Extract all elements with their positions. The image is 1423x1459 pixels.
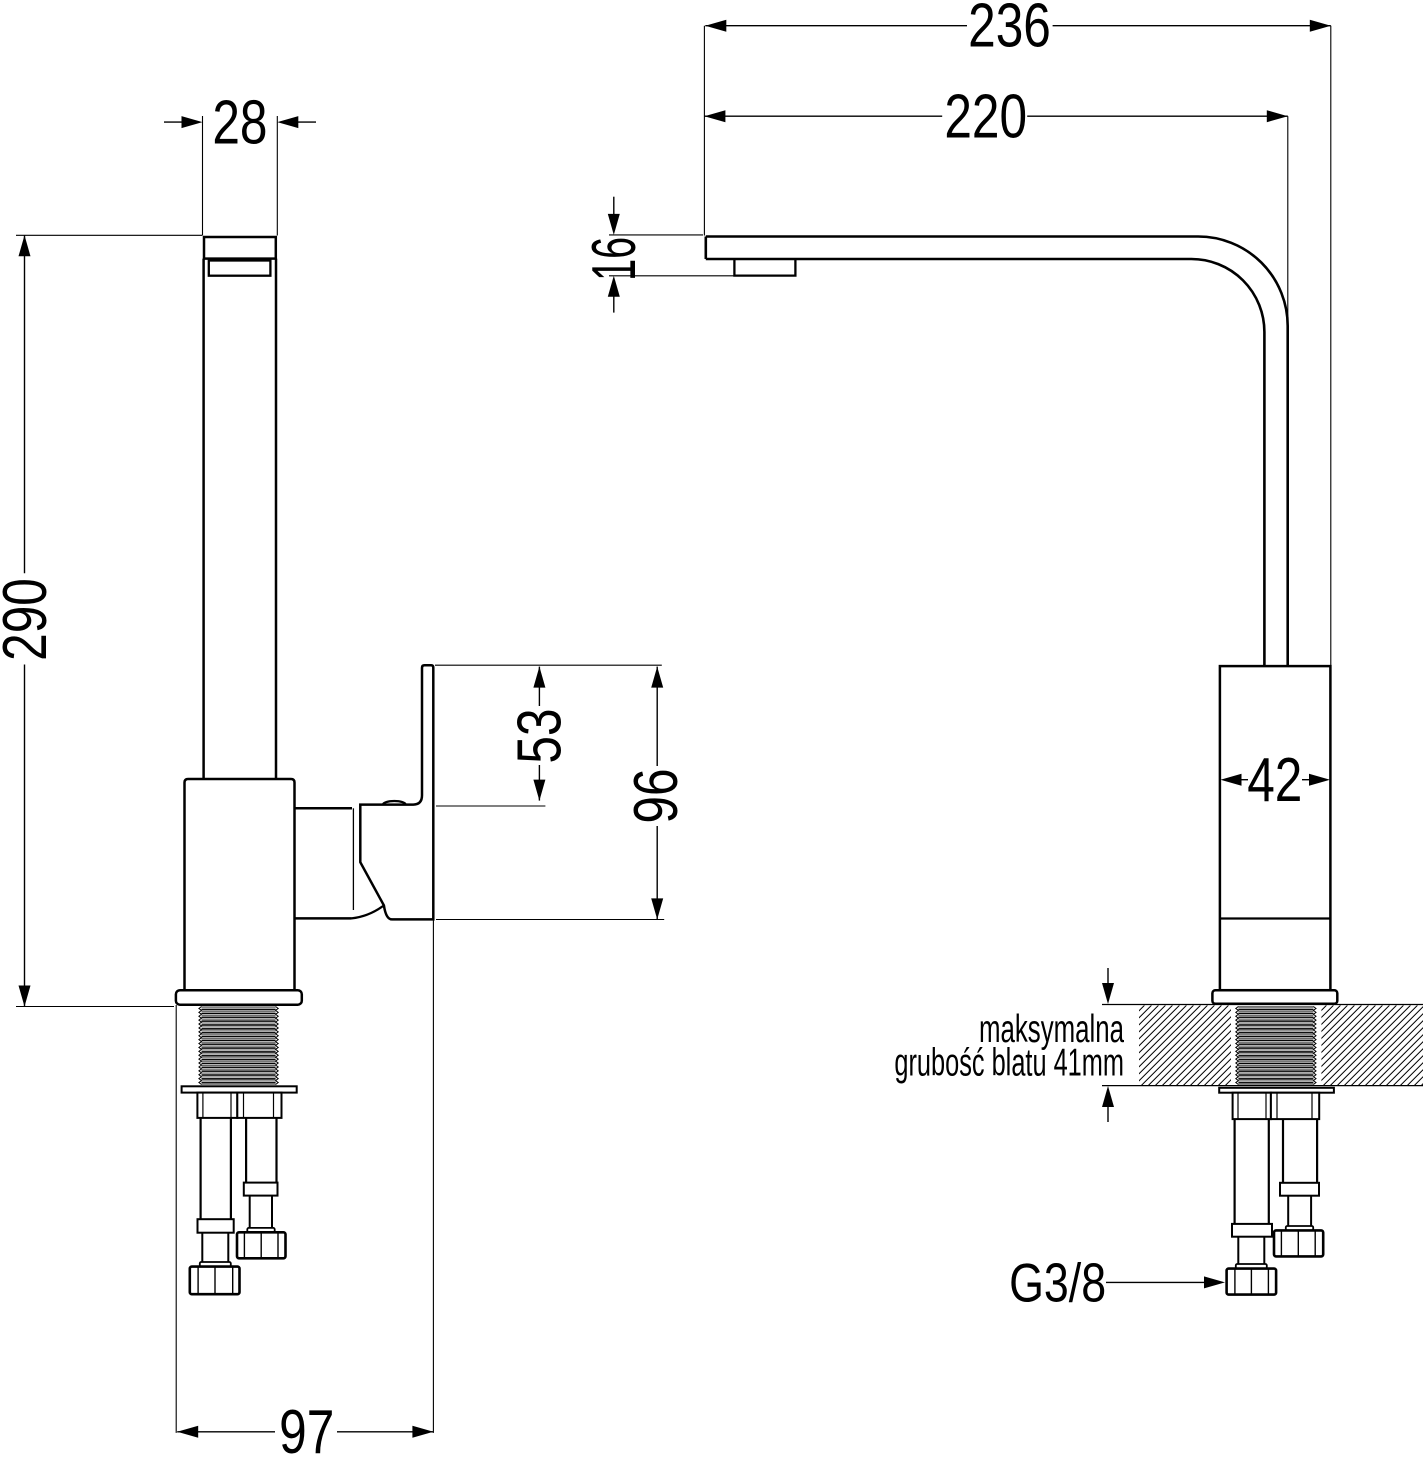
svg-text:290: 290 (0, 578, 59, 661)
svg-text:96: 96 (621, 768, 691, 823)
svg-text:236: 236 (968, 0, 1051, 60)
svg-text:53: 53 (504, 708, 574, 763)
svg-text:16: 16 (578, 237, 648, 281)
svg-text:97: 97 (279, 1397, 334, 1459)
svg-text:42: 42 (1247, 745, 1302, 815)
svg-text:maksymalna: maksymalna (979, 1008, 1124, 1051)
svg-text:220: 220 (944, 81, 1027, 151)
svg-text:G3/8: G3/8 (1009, 1252, 1106, 1314)
svg-text:grubość blatu 41mm: grubość blatu 41mm (894, 1041, 1124, 1084)
svg-text:28: 28 (212, 87, 267, 157)
